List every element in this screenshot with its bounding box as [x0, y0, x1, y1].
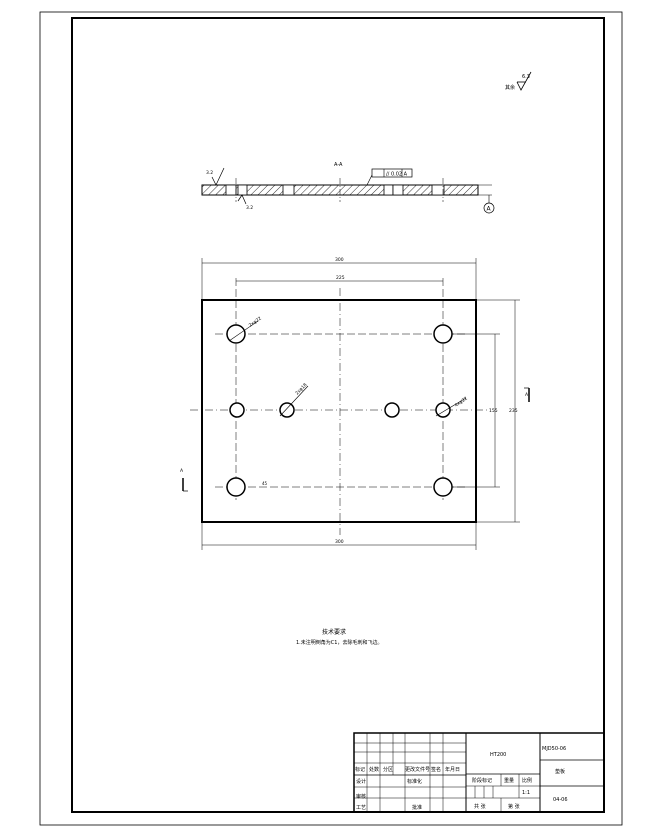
- sign-row-label: 签名: [431, 766, 441, 773]
- section-roughness-bottom: 3.2: [246, 205, 253, 211]
- sign-row-label: 处数: [369, 766, 379, 773]
- section-hole: [431, 184, 445, 196]
- roughness-symbol: 其余 6.3: [505, 71, 532, 91]
- hole: [226, 477, 246, 497]
- datum-label: A: [487, 206, 492, 213]
- part-name: 垫板: [555, 768, 565, 775]
- sign-row-label: 更改文件号: [405, 766, 430, 773]
- designer-label: 设计: [356, 778, 366, 785]
- roughness-value: 6.3: [522, 74, 530, 80]
- tolerance-frame-text: // 0.02 A: [386, 172, 408, 178]
- cut-mark-left: A: [180, 468, 184, 474]
- scale-label: 比例: [522, 777, 532, 784]
- roughness-check-icon: [237, 194, 247, 205]
- cut-marker-right: A: [524, 387, 530, 402]
- cut-mark-right: A: [525, 392, 529, 398]
- section-view: A-A 3.2 3.2 // 0.02 A A: [201, 162, 495, 214]
- datum-circle: [483, 202, 495, 214]
- date-code: 04-06: [553, 797, 568, 803]
- dim-top-inner: 225: [336, 275, 345, 281]
- approve-label: 批准: [412, 804, 422, 811]
- standardizer-label: 标准化: [407, 778, 422, 785]
- cut-marker-left: A: [180, 468, 188, 492]
- section-hole: [237, 184, 248, 196]
- hole: [279, 402, 295, 418]
- section-hole: [282, 184, 295, 196]
- hole: [433, 324, 453, 344]
- outer-border: [39, 11, 623, 826]
- leader-line: [435, 397, 467, 417]
- hole: [435, 402, 451, 418]
- scale-value: 1:1: [522, 790, 530, 796]
- sheet-no-label: 第 张: [508, 803, 520, 810]
- reviewer-label: 审核: [356, 793, 366, 800]
- plate-outline: [201, 299, 477, 523]
- material: HT200: [490, 752, 506, 758]
- small-mark: 45: [262, 481, 268, 486]
- dim-right-inner: 155: [489, 408, 498, 414]
- dim-bottom: 300: [335, 539, 344, 545]
- dim-top-outer: 300: [335, 257, 344, 263]
- notes-title: 技术要求: [322, 628, 346, 636]
- hole-note-right: 4xφ22: [454, 395, 469, 408]
- section-label: A-A: [334, 162, 343, 168]
- plan-view: 2xφ22 2xφ18 4xφ22 300 225 300 155 235 A: [180, 257, 530, 550]
- notes-line1: 1.未注明倒角为C1，去除毛刺和飞边。: [296, 639, 382, 646]
- section-hole: [225, 184, 237, 196]
- sheets-label: 共 张: [474, 803, 486, 810]
- hole-note-tl: 2xφ22: [248, 315, 263, 328]
- weight-label: 重量: [504, 777, 514, 784]
- roughness-check-icon: [211, 167, 225, 186]
- technical-notes: 技术要求 1.未注明倒角为C1，去除毛刺和飞边。: [296, 628, 382, 646]
- title-block: 标记 处数 分区 更改文件号 签名 年月日 设计 标准化 审核 工艺 批准 HT…: [353, 732, 605, 813]
- inner-frame: [71, 17, 605, 813]
- sign-row-label: 年月日: [445, 766, 460, 773]
- hole-note-center: 2xφ18: [294, 382, 308, 396]
- tolerance-frame: [371, 168, 413, 178]
- leader-line: [228, 320, 259, 342]
- hole: [226, 324, 246, 344]
- sign-row-label: 标记: [355, 766, 365, 773]
- drawing-number: MJD50-06: [542, 746, 566, 752]
- section-hole: [392, 184, 404, 196]
- process-label: 工艺: [356, 805, 366, 811]
- roughness-prefix: 其余: [505, 84, 515, 91]
- stage-label: 阶段标记: [472, 777, 492, 784]
- sign-row-label: 分区: [383, 766, 393, 773]
- roughness-check-icon: [516, 71, 532, 91]
- leader-line: [279, 385, 309, 417]
- hole: [229, 402, 245, 418]
- section-hole: [383, 184, 394, 196]
- hole: [384, 402, 400, 418]
- dim-right-outer: 235: [509, 408, 518, 414]
- section-roughness-left: 3.2: [206, 170, 213, 176]
- leader-line: [366, 174, 373, 186]
- hole: [433, 477, 453, 497]
